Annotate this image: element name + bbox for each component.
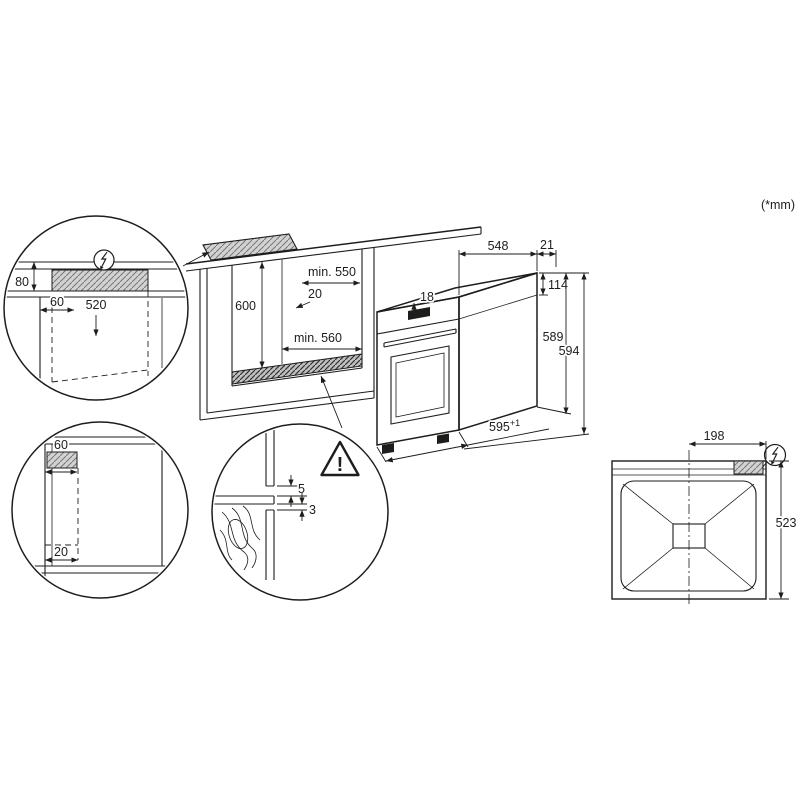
detail-rear-gap: 5 3 ! <box>211 423 389 601</box>
cabinet-niche-view: min. 550 20 600 min. 560 <box>182 226 482 429</box>
niche-width-label: min. 560 <box>294 331 342 345</box>
dim-niche-width: min. 560 <box>282 329 362 352</box>
rear-clearance-label: 20 <box>308 287 322 301</box>
dim-niche-depth: min. 550 <box>302 263 360 286</box>
dim-panel-height: 114 <box>540 273 570 295</box>
oven-foot <box>437 433 449 444</box>
leader-to-cooktop <box>182 251 210 267</box>
dim-zone-height: 80 <box>13 262 37 291</box>
dim-depth: 523 <box>769 460 798 600</box>
height-total-label: 594 <box>559 344 580 358</box>
oven-display <box>408 307 430 320</box>
niche-floor-strip <box>231 353 363 385</box>
oven-foot <box>382 443 394 454</box>
niche-depth-label: min. 550 <box>308 265 356 279</box>
connection-offset-label: 198 <box>704 429 725 443</box>
detail-bubble <box>211 423 389 601</box>
leader-to-gap-detail <box>320 375 343 429</box>
niche-height-label: 600 <box>235 299 256 313</box>
dim-zone-depth: 520 <box>84 296 108 336</box>
mains-connection-area <box>733 460 764 475</box>
width-label: 595+1 <box>489 418 520 434</box>
dim-upper-gap: 5 <box>288 475 307 507</box>
dim-height-body: 589 <box>541 273 569 414</box>
detail-electrical-zone: 80 60 520 <box>3 215 189 401</box>
oven-top-view: 198 523 <box>611 427 798 606</box>
depth-label: 523 <box>776 516 797 530</box>
top-depth-label: 548 <box>488 239 509 253</box>
lightning-bolt-icon <box>93 249 115 271</box>
dim-top-inset: 18 <box>411 288 436 318</box>
dim-lower-gap: 3 <box>299 493 318 521</box>
dim-height-total: 594 <box>557 273 587 434</box>
upper-gap-label: 5 <box>298 482 305 496</box>
front-frame-label: 21 <box>540 238 554 252</box>
dim-width: 595+1 <box>385 416 550 463</box>
front-zone-label: 60 <box>54 438 68 452</box>
dim-top-depth: 548 <box>459 237 537 257</box>
dim-rear-clearance: 20 <box>295 285 324 309</box>
wood-grain <box>219 505 261 571</box>
top-inset-label: 18 <box>420 290 434 304</box>
dim-front-frame: 21 <box>537 236 556 257</box>
dim-front-offset: 60 <box>40 293 74 313</box>
front-offset-label: 60 <box>50 295 64 309</box>
electrical-zone-area <box>51 269 149 292</box>
dim-bottom-clearance: 20 <box>45 543 78 563</box>
height-body-label: 589 <box>543 330 564 344</box>
dim-front-zone: 60 <box>45 436 77 475</box>
warning-mark: ! <box>337 454 344 476</box>
detail-side-clearance: 60 20 <box>11 421 189 599</box>
zone-height-label: 80 <box>15 275 29 289</box>
panel-height-label: 114 <box>548 278 568 292</box>
oven-isometric-view: 548 21 18 114 589 594 595+1 <box>376 236 590 463</box>
lower-gap-label: 3 <box>309 503 316 517</box>
cooktop-cutout <box>202 233 298 261</box>
zone-depth-label: 520 <box>86 298 107 312</box>
lightning-bolt-icon <box>763 443 787 467</box>
warning-triangle-icon: ! <box>320 440 360 477</box>
side-electrical-zone <box>46 451 78 469</box>
bottom-clearance-label: 20 <box>54 545 68 559</box>
dim-niche-height: 600 <box>233 262 265 368</box>
units-label: (*mm) <box>761 198 795 212</box>
dim-connection-offset: 198 <box>689 427 767 459</box>
